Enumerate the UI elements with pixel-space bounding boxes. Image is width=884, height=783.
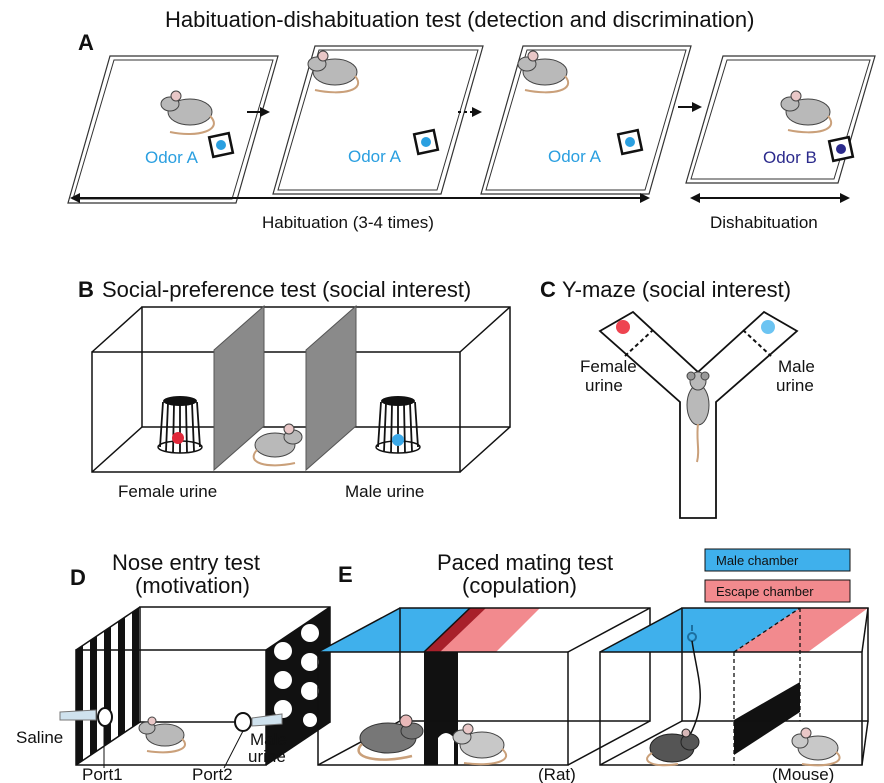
port2-leader: [223, 730, 244, 769]
saline-tube: [59, 709, 97, 721]
odor-b-dot: [836, 144, 846, 154]
panel-a: A Habituation-dishabituation test (detec…: [67, 7, 876, 232]
panel-a-letter: A: [78, 30, 94, 55]
male-urine-label: Male urine: [345, 482, 424, 501]
odor-a-label-3: Odor A: [548, 147, 602, 166]
mouse-icon: [646, 728, 700, 767]
y-maze-gate-right: [742, 329, 772, 357]
divider-left: [213, 304, 265, 472]
male-urine-tube: [251, 713, 283, 727]
legend-male-chamber-swatch: [704, 548, 851, 572]
female-urine-drop: [172, 432, 184, 444]
odor-b-label: Odor B: [763, 148, 817, 167]
habituation-label: Habituation (3-4 times): [262, 213, 434, 232]
mouse-icon: [252, 423, 303, 467]
mouse-divider: [734, 682, 800, 755]
female-urine-label: Female urine: [118, 482, 217, 501]
arena-1: Odor A: [67, 55, 279, 204]
panel-e-title-line2: (copulation): [462, 573, 577, 598]
odor-a-dot: [421, 137, 431, 147]
panel-b-letter: B: [78, 277, 94, 302]
dotted-wall: [266, 607, 330, 765]
panel-d: D Nose entry test (motivation): [16, 550, 331, 783]
striped-wall: [76, 608, 139, 765]
saline-label: Saline: [16, 728, 63, 747]
odor-a-dot: [216, 140, 226, 150]
male-label-line2: urine: [776, 376, 814, 395]
legend-escape-chamber-swatch: [704, 579, 851, 603]
odor-a-dot: [625, 137, 635, 147]
panel-c-letter: C: [540, 277, 556, 302]
wire-cage-left: [157, 396, 203, 454]
port2-hole: [234, 712, 252, 732]
panel-c-title: Y-maze (social interest): [562, 277, 791, 302]
dishabituation-label: Dishabituation: [710, 213, 818, 232]
rat-label: (Rat): [538, 765, 576, 783]
male-urine-drop: [392, 434, 404, 446]
male-urine-label-line1: Male: [250, 730, 287, 749]
wire-cage-right: [375, 396, 421, 454]
tether-cable: [689, 640, 701, 736]
legend-male-chamber: Male chamber: [716, 553, 799, 568]
y-maze-outline: [598, 310, 799, 519]
mouse-icon: [138, 716, 186, 754]
panel-d-letter: D: [70, 565, 86, 590]
mouse-icon: [686, 371, 710, 463]
arena-4: Odor B: [685, 55, 876, 184]
port1-label: Port1: [82, 765, 123, 783]
mouse-icon: [780, 90, 833, 134]
panel-a-title: Habituation-dishabituation test (detecti…: [165, 7, 754, 32]
port1-hole: [97, 707, 113, 727]
panel-d-title-line1: Nose entry test: [112, 550, 260, 575]
panel-e-title-line1: Paced mating test: [437, 550, 613, 575]
legend-escape-chamber: Escape chamber: [716, 584, 814, 599]
male-urine-drop: [761, 320, 775, 334]
rat-icon: [357, 714, 424, 761]
panel-b: B Social-preference test (social interes…: [78, 277, 511, 501]
divider-right: [305, 304, 357, 472]
rat-icon: [452, 723, 508, 766]
male-urine-label-line2: urine: [248, 747, 286, 766]
mouse-icon: [517, 50, 570, 94]
arena-3: Odor A: [480, 45, 692, 195]
male-label-line1: Male: [778, 357, 815, 376]
mouse-icon: [791, 727, 841, 767]
female-urine-drop: [616, 320, 630, 334]
mouse-icon: [307, 50, 360, 94]
panel-e-letter: E: [338, 562, 353, 587]
three-chamber-box: [91, 306, 511, 473]
y-maze-gate-left: [624, 329, 654, 357]
female-label-line2: urine: [585, 376, 623, 395]
odor-a-label-1: Odor A: [145, 148, 199, 167]
port2-label: Port2: [192, 765, 233, 783]
panel-b-title: Social-preference test (social interest): [102, 277, 471, 302]
panel-c: C Y-maze (social interest) Female urine …: [540, 277, 815, 519]
arena-2: Odor A: [272, 45, 484, 195]
mouse-label: (Mouse): [772, 765, 834, 783]
odor-a-label-2: Odor A: [348, 147, 402, 166]
mouse-paced-mating-box: (Mouse): [599, 607, 869, 783]
rat-paced-mating-box: (Rat): [317, 607, 651, 783]
mouse-icon: [160, 90, 215, 136]
female-label-line1: Female: [580, 357, 637, 376]
panel-e: E Paced mating test (copulation) Male ch…: [317, 548, 869, 783]
panel-d-title-line2: (motivation): [135, 573, 250, 598]
